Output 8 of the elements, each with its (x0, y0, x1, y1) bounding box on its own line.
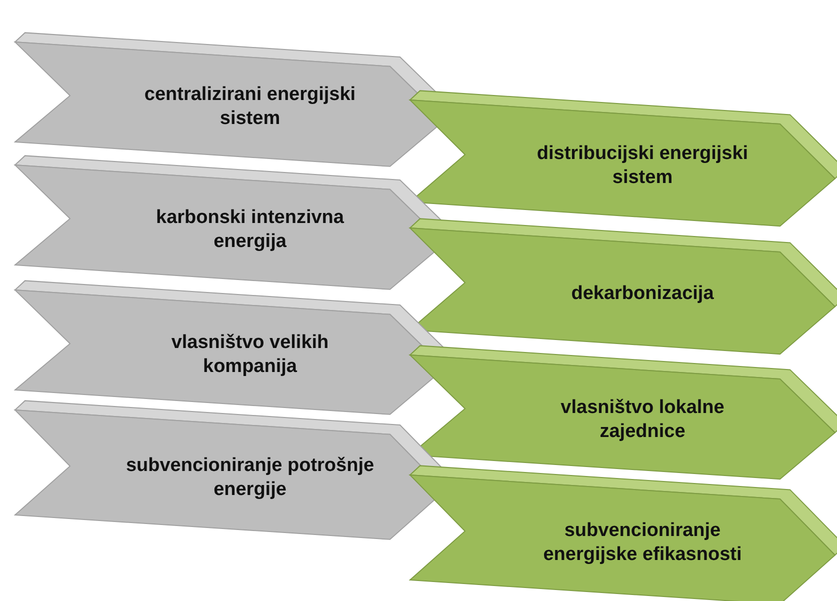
chevron-label: distribucijski energijski sistem (536, 142, 750, 190)
chevron-label: centralizirani energijski sistem (143, 83, 357, 132)
chevron-label: dekarbonizacija (570, 282, 715, 306)
chevron-label: vlasništvo lokalne zajednice (560, 396, 726, 444)
chevron-label: subvencioniranje potrošnje energije (125, 454, 375, 502)
chevron-label: karbonski intenzivna energija (155, 206, 345, 254)
chevron-label: vlasništvo velikih kompanija (170, 331, 330, 380)
chevron-label: subvencioniranje energijske efikasnosti (542, 518, 743, 567)
